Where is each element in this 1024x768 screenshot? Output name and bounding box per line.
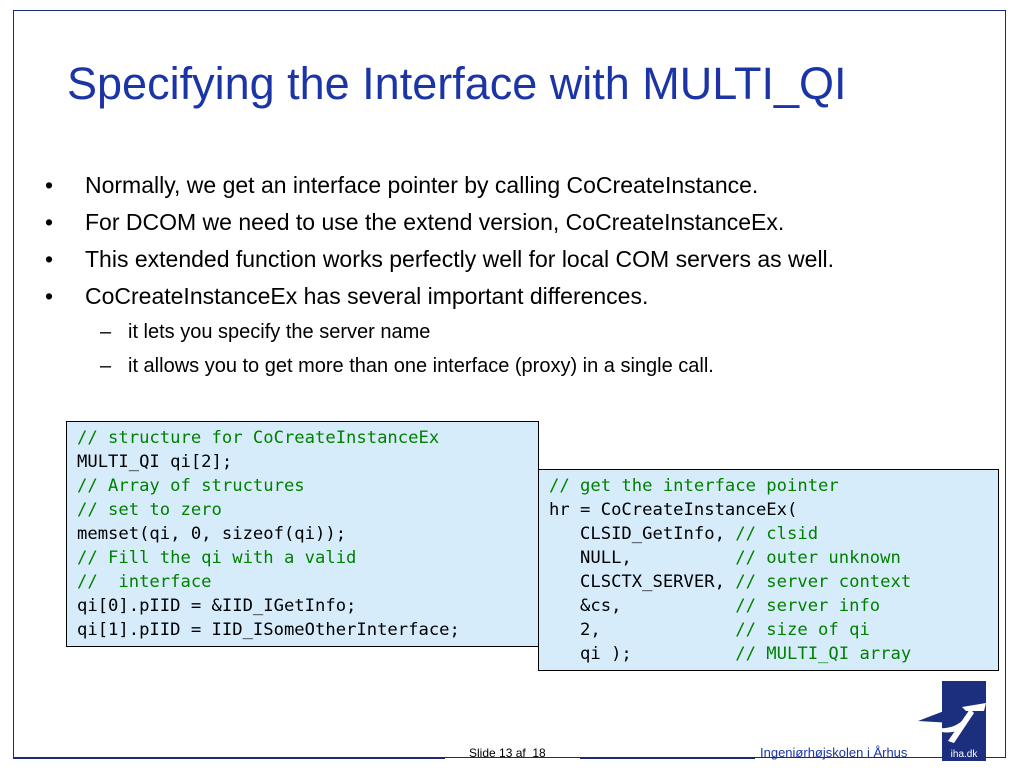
footer-rule-mid — [580, 758, 755, 759]
code-comment: // Array of structures — [77, 476, 305, 496]
code-comment: // Fill the qi with a valid — [77, 548, 357, 568]
code-box-create-instance-call: // get the interface pointer hr = CoCrea… — [538, 469, 999, 671]
bullet-mark: • — [45, 246, 54, 272]
logo-text: iha.dk — [951, 749, 979, 760]
code-comment: // set to zero — [77, 500, 222, 520]
code-comment: // server context — [735, 572, 912, 592]
sub-bullet-mark: – — [100, 355, 112, 377]
bullet-text: Normally, we get an interface pointer by… — [85, 172, 759, 198]
code-line: qi[1].pIID = IID_ISomeOtherInterface; — [77, 620, 460, 640]
bullet-item: • For DCOM we need to use the extend ver… — [45, 207, 965, 238]
bullet-mark: • — [45, 209, 54, 235]
code-line: memset(qi, 0, sizeof(qi)); — [77, 524, 347, 544]
code-line: qi ); — [549, 644, 736, 664]
code-comment: // size of qi — [735, 620, 870, 640]
sub-bullet-text: it allows you to get more than one inter… — [128, 355, 714, 377]
code-comment: // interface — [77, 572, 212, 592]
sub-bullet-item: – it lets you specify the server name — [45, 318, 965, 346]
bullet-item: • This extended function works perfectly… — [45, 244, 965, 275]
bullet-mark: • — [45, 172, 54, 198]
code-line: CLSID_GetInfo, — [549, 524, 736, 544]
bullet-list: • Normally, we get an interface pointer … — [45, 170, 965, 386]
sub-bullet-text: it lets you specify the server name — [128, 321, 431, 343]
school-name: Ingeniørhøjskolen i Århus — [760, 745, 908, 760]
code-comment: // get the interface pointer — [549, 476, 839, 496]
code-line: hr = CoCreateInstanceEx( — [549, 500, 798, 520]
footer-rule-left — [13, 758, 445, 759]
code-line: 2, — [549, 620, 736, 640]
code-comment: // MULTI_QI array — [735, 644, 912, 664]
slide-frame — [13, 10, 1006, 758]
slide-number: Slide 13 af 18 — [469, 746, 546, 760]
bullet-item: • Normally, we get an interface pointer … — [45, 170, 965, 201]
code-line: CLSCTX_SERVER, — [549, 572, 736, 592]
code-comment: // clsid — [735, 524, 819, 544]
bullet-mark: • — [45, 283, 54, 309]
code-line: MULTI_QI qi[2]; — [77, 452, 233, 472]
code-comment: // outer unknown — [735, 548, 901, 568]
code-comment: // structure for CoCreateInstanceEx — [77, 428, 440, 448]
slide-title: Specifying the Interface with MULTI_QI — [67, 58, 847, 109]
bullet-text: For DCOM we need to use the extend versi… — [85, 209, 785, 235]
sub-bullet-item: – it allows you to get more than one int… — [45, 352, 965, 380]
code-line: NULL, — [549, 548, 736, 568]
bullet-item: • CoCreateInstanceEx has several importa… — [45, 281, 965, 312]
bullet-text: CoCreateInstanceEx has several important… — [85, 283, 649, 309]
code-comment: // server info — [735, 596, 881, 616]
sub-bullet-mark: – — [100, 321, 112, 343]
code-box-multi-qi-setup: // structure for CoCreateInstanceEx MULT… — [66, 421, 539, 647]
code-line: &cs, — [549, 596, 736, 616]
bullet-text: This extended function works perfectly w… — [85, 246, 835, 272]
iha-logo: iha.dk — [918, 681, 986, 761]
slide-number-label: Slide 13 af 18 — [469, 746, 546, 760]
code-line: qi[0].pIID = &IID_IGetInfo; — [77, 596, 357, 616]
